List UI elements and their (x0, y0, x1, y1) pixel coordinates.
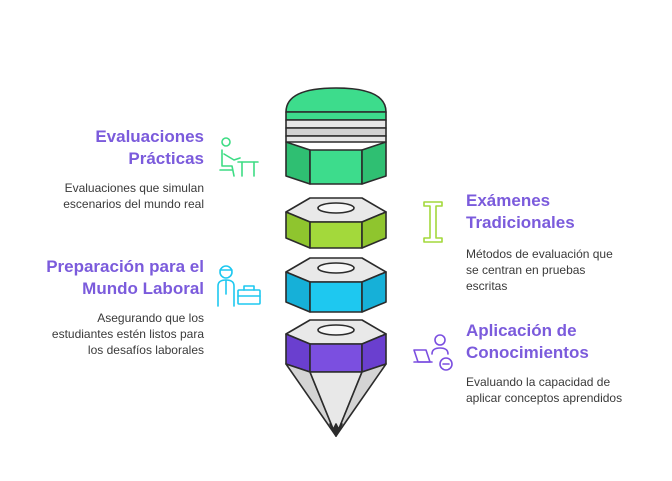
item-1-title-line-2: Prácticas (128, 149, 204, 168)
segment-1-left-face (285, 141, 311, 185)
item-1-desc-line-2: escenarios del mundo real (63, 197, 204, 211)
item-1-desc-line-1: Evaluaciones que simulan (64, 181, 204, 195)
item-2-title: Exámenes Tradicionales (466, 190, 575, 234)
segment-2-front-face (309, 221, 363, 249)
item-4-desc-line-1: Evaluando la capacidad de (466, 375, 611, 389)
item-4-title-line-1: Aplicación de (466, 321, 577, 340)
item-3-title-line-1: Preparación para el (46, 257, 204, 276)
item-2-desc-line-1: Métodos de evaluación que (466, 247, 613, 261)
worker-briefcase-icon (217, 265, 261, 307)
segment-4-front-face (309, 343, 363, 373)
student-at-desk-icon (219, 137, 259, 177)
item-2-description: Métodos de evaluación que se centran en … (466, 246, 613, 294)
segment-2-right-face (361, 211, 387, 249)
item-1-description: Evaluaciones que simulan escenarios del … (63, 180, 204, 212)
item-3-desc-line-3: los desafíos laborales (87, 343, 204, 357)
item-2-desc-line-3: escritas (466, 279, 508, 293)
pencil-lead-tip (329, 423, 343, 437)
pencil-tip-right (335, 363, 387, 437)
pencil-ferrule-ring-1 (285, 119, 387, 129)
item-1-title-line-1: Evaluaciones (95, 127, 204, 146)
item-2-desc-line-2: se centran en pruebas (466, 263, 586, 277)
item-3-desc-line-1: Asegurando que los (97, 311, 204, 325)
segment-1-right-face (361, 141, 387, 185)
pencil-eraser-dome (285, 87, 387, 113)
person-laptop-icon (413, 334, 453, 371)
pencil-ferrule-ring-2 (285, 127, 387, 137)
item-4-desc-line-2: aplicar conceptos aprendidos (466, 391, 623, 405)
item-2-title-line-2: Tradicionales (466, 213, 575, 232)
item-4-title: Aplicación de Conocimientos (466, 320, 589, 364)
segment-1-front-face (309, 149, 363, 185)
i-beam-icon (423, 201, 443, 243)
pencil-eraser-band (285, 111, 387, 121)
item-2-title-line-1: Exámenes (466, 191, 551, 210)
pencil-ferrule-ring-3 (285, 135, 387, 143)
segment-3-hole (317, 262, 355, 274)
item-1-title: Evaluaciones Prácticas (95, 126, 204, 170)
segment-4-hole (317, 324, 355, 336)
item-3-desc-line-2: estudiantes estén listos para (51, 327, 204, 341)
segment-3-right-face (361, 271, 387, 313)
segment-2-hole (317, 202, 355, 214)
item-3-description: Asegurando que los estudiantes estén lis… (52, 310, 204, 358)
item-3-title: Preparación para el Mundo Laboral (46, 256, 204, 300)
item-4-title-line-2: Conocimientos (466, 343, 589, 362)
segment-3-front-face (309, 281, 363, 313)
item-4-description: Evaluando la capacidad de aplicar concep… (466, 374, 622, 406)
item-3-title-line-2: Mundo Laboral (82, 279, 204, 298)
